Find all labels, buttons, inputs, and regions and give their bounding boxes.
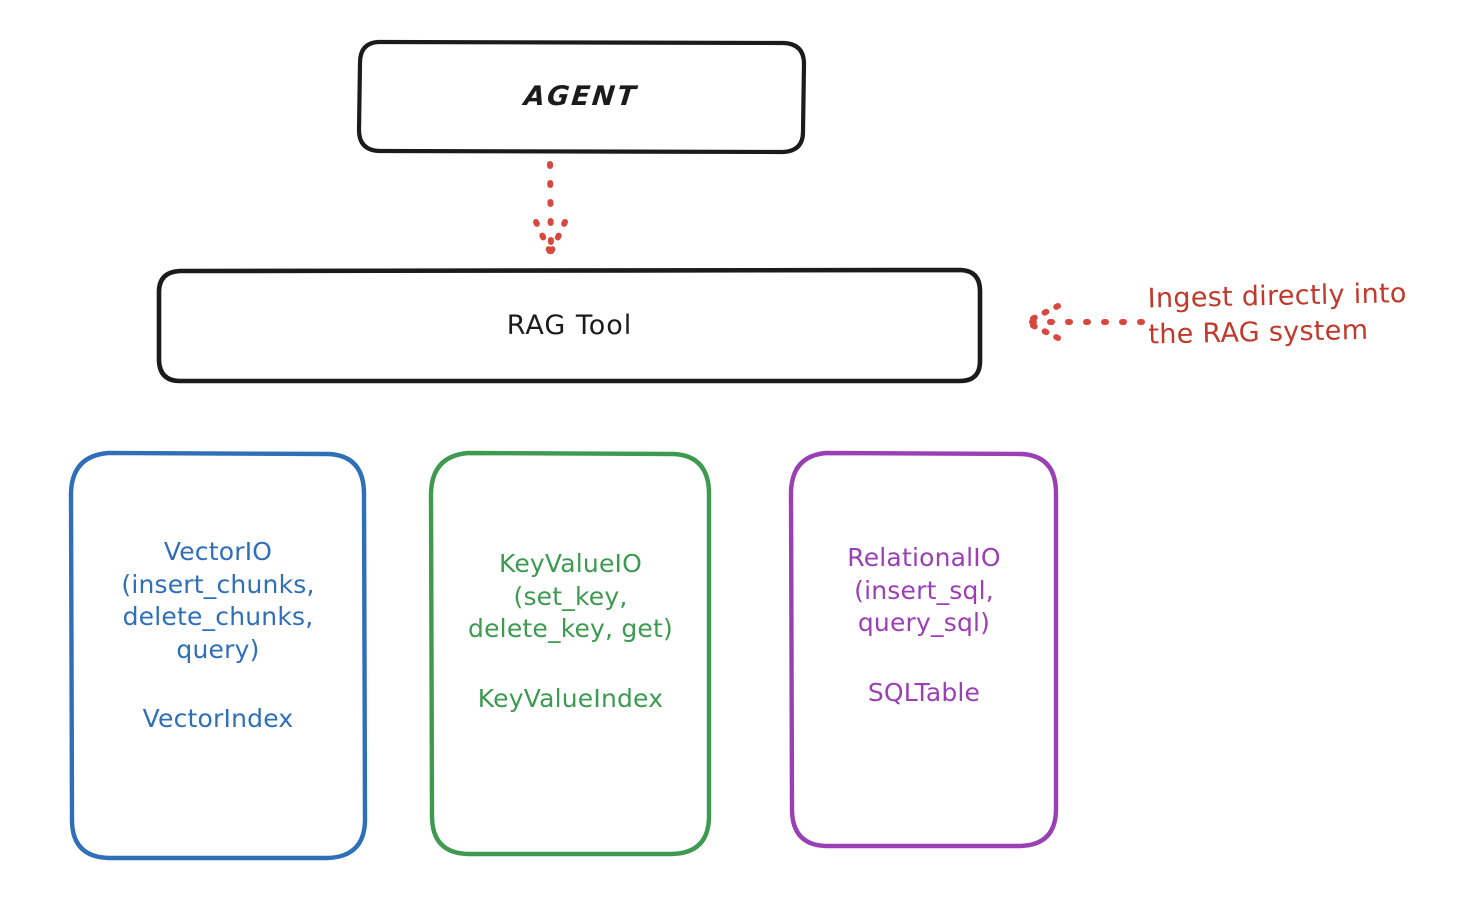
relational-io-box-outline (788, 450, 1060, 850)
node-vector-io[interactable]: VectorIO (insert_chunks, delete_chunks, … (68, 450, 368, 862)
node-key-value-io[interactable]: KeyValueIO (set_key, delete_key, get) Ke… (428, 450, 713, 858)
vector-io-label: VectorIO (insert_chunks, delete_chunks, … (121, 537, 315, 664)
relational-io-sub-label: SQLTable (867, 677, 981, 707)
relational-io-label: RelationalIO (insert_sql, query_sql) (847, 543, 1001, 637)
connector-ingest-pointer (1025, 303, 1145, 341)
connector-agent-to-rag-tool (533, 161, 568, 255)
annotation-ingest-note: Ingest directly into the RAG system (1147, 278, 1407, 351)
node-agent[interactable]: AGENT (356, 39, 807, 155)
vector-io-sub-label: VectorIndex (142, 704, 294, 733)
key-value-io-box-outline (428, 450, 713, 858)
agent-label: AGENT (522, 80, 640, 112)
node-relational-io[interactable]: RelationalIO (insert_sql, query_sql) SQL… (788, 450, 1060, 850)
node-rag-tool[interactable]: RAG Tool (156, 267, 983, 384)
rag-tool-label: RAG Tool (506, 309, 633, 341)
key-value-io-sub-label: KeyValueIndex (477, 683, 664, 713)
key-value-io-label: KeyValueIO (set_key, delete_key, get) (468, 549, 673, 643)
